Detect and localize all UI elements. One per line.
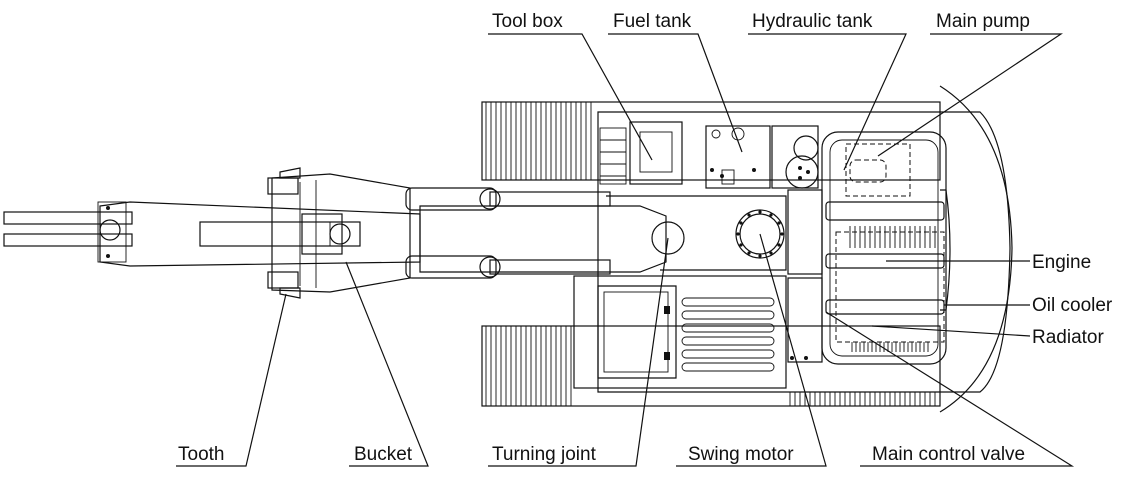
upper-structure <box>597 85 1013 413</box>
boom-assembly <box>405 187 667 279</box>
label-hydraulic-tank: Hydraulic tank <box>752 11 873 32</box>
label-radiator: Radiator <box>1032 327 1104 348</box>
label-engine: Engine <box>1032 252 1091 273</box>
turntable <box>606 195 787 271</box>
label-tooth: Tooth <box>178 444 224 465</box>
label-fuel-tank: Fuel tank <box>613 11 692 32</box>
main-control-valve <box>787 189 823 363</box>
hydraulic-tank <box>771 125 819 189</box>
lower-track <box>481 325 941 407</box>
label-tool-box: Tool box <box>492 11 563 32</box>
fuel-tank <box>705 125 771 189</box>
label-turning-joint: Turning joint <box>492 444 597 465</box>
arm <box>3 201 421 267</box>
label-oil-cooler: Oil cooler <box>1032 295 1113 316</box>
label-main-pump: Main pump <box>936 11 1030 32</box>
upper-track <box>481 101 941 181</box>
bucket-tooth <box>279 167 301 299</box>
operator-cab <box>573 275 787 389</box>
bucket <box>267 173 411 293</box>
label-bucket: Bucket <box>354 444 413 465</box>
label-swing-motor: Swing motor <box>688 444 794 465</box>
label-main-control-valve: Main control valve <box>872 444 1025 465</box>
leader-lines <box>176 33 1075 467</box>
tool-box <box>599 121 683 185</box>
